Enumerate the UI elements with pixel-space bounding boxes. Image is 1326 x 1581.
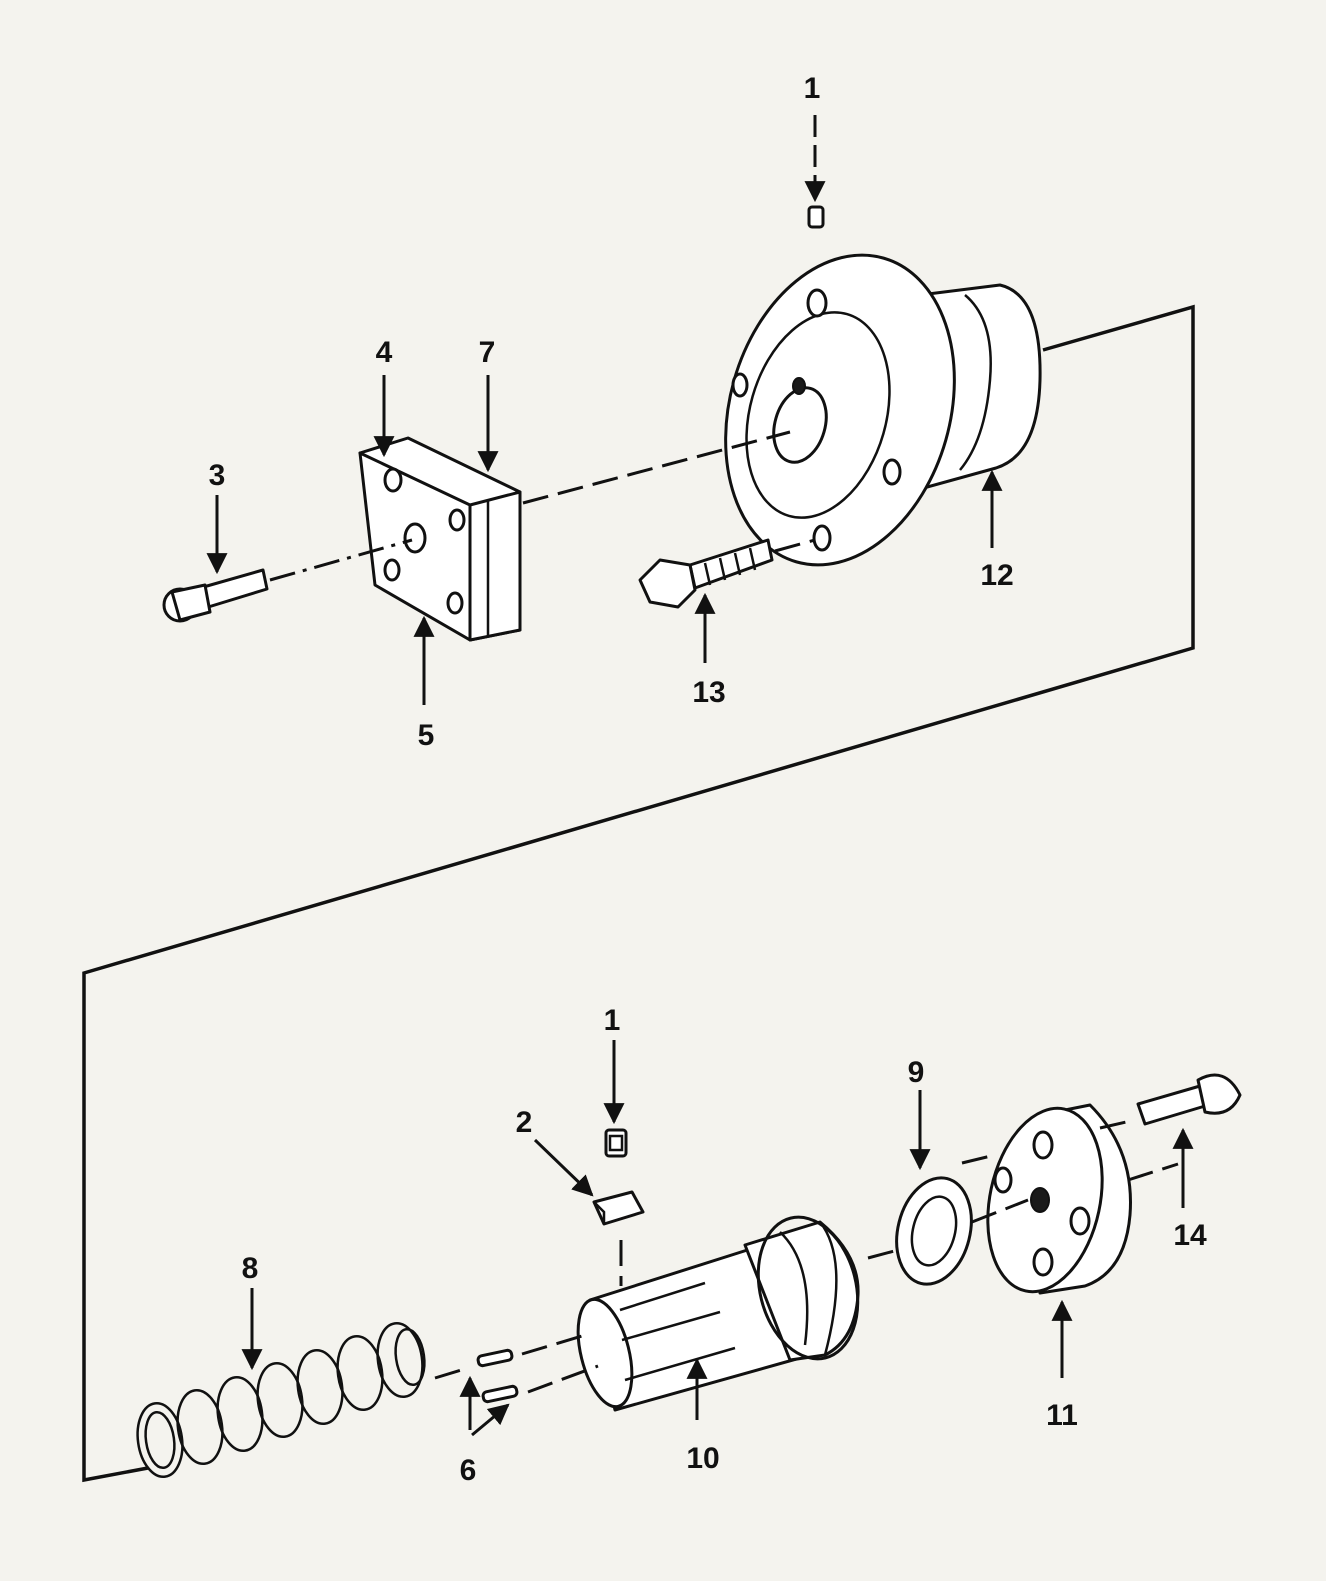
centerline-screw-to-plate bbox=[269, 538, 413, 582]
cover-plate bbox=[358, 436, 522, 642]
callout-14: 14 bbox=[1173, 1219, 1207, 1252]
callout-9: 9 bbox=[908, 1056, 925, 1089]
socket-screw bbox=[162, 568, 269, 623]
cap-screw bbox=[1136, 1073, 1242, 1126]
centerline-cap-to-screw bbox=[1127, 1162, 1179, 1182]
assembly-connection-frame bbox=[82, 304, 1195, 1483]
centerline-pin-to-shaft-a bbox=[521, 1334, 583, 1356]
hex-bolt bbox=[638, 538, 774, 609]
flanged-housing bbox=[724, 253, 1042, 567]
callout-2: 2 bbox=[516, 1106, 533, 1139]
centerline-spring-to-pins bbox=[434, 1366, 469, 1380]
callout-12: 12 bbox=[980, 559, 1013, 592]
callout-8: 8 bbox=[242, 1252, 259, 1285]
callout-11: 11 bbox=[1046, 1399, 1078, 1432]
callout-10: 10 bbox=[686, 1442, 719, 1475]
set-screw-bottom bbox=[604, 1128, 628, 1158]
callout-4: 4 bbox=[376, 336, 393, 369]
centerline-screw-to-cap bbox=[1099, 1118, 1136, 1130]
key bbox=[592, 1190, 645, 1226]
centerline-cap-hole bbox=[961, 1153, 996, 1165]
centerline-shaft-to-washer bbox=[867, 1248, 899, 1260]
callout-5: 5 bbox=[418, 719, 435, 752]
centerline-washer-to-cap bbox=[971, 1198, 1029, 1224]
end-cap bbox=[986, 1103, 1132, 1295]
leader-2 bbox=[533, 1138, 594, 1197]
pins bbox=[476, 1348, 519, 1404]
centerline-bolt-to-housing bbox=[774, 538, 816, 553]
callout-7: 7 bbox=[479, 336, 496, 369]
centerline-pin-to-shaft-b bbox=[527, 1364, 599, 1394]
centerline-plate-to-housing bbox=[522, 430, 791, 505]
callout-6: 6 bbox=[460, 1454, 477, 1487]
set-screw-top bbox=[807, 205, 825, 229]
coil-spring bbox=[136, 1321, 426, 1479]
leader-6b bbox=[471, 1403, 510, 1437]
washer bbox=[895, 1176, 973, 1286]
splined-shaft bbox=[576, 1215, 860, 1412]
callout-1-top: 1 bbox=[804, 72, 821, 105]
callout-13: 13 bbox=[692, 676, 725, 709]
callout-3: 3 bbox=[209, 459, 226, 492]
callout-1-bottom: 1 bbox=[604, 1004, 621, 1037]
